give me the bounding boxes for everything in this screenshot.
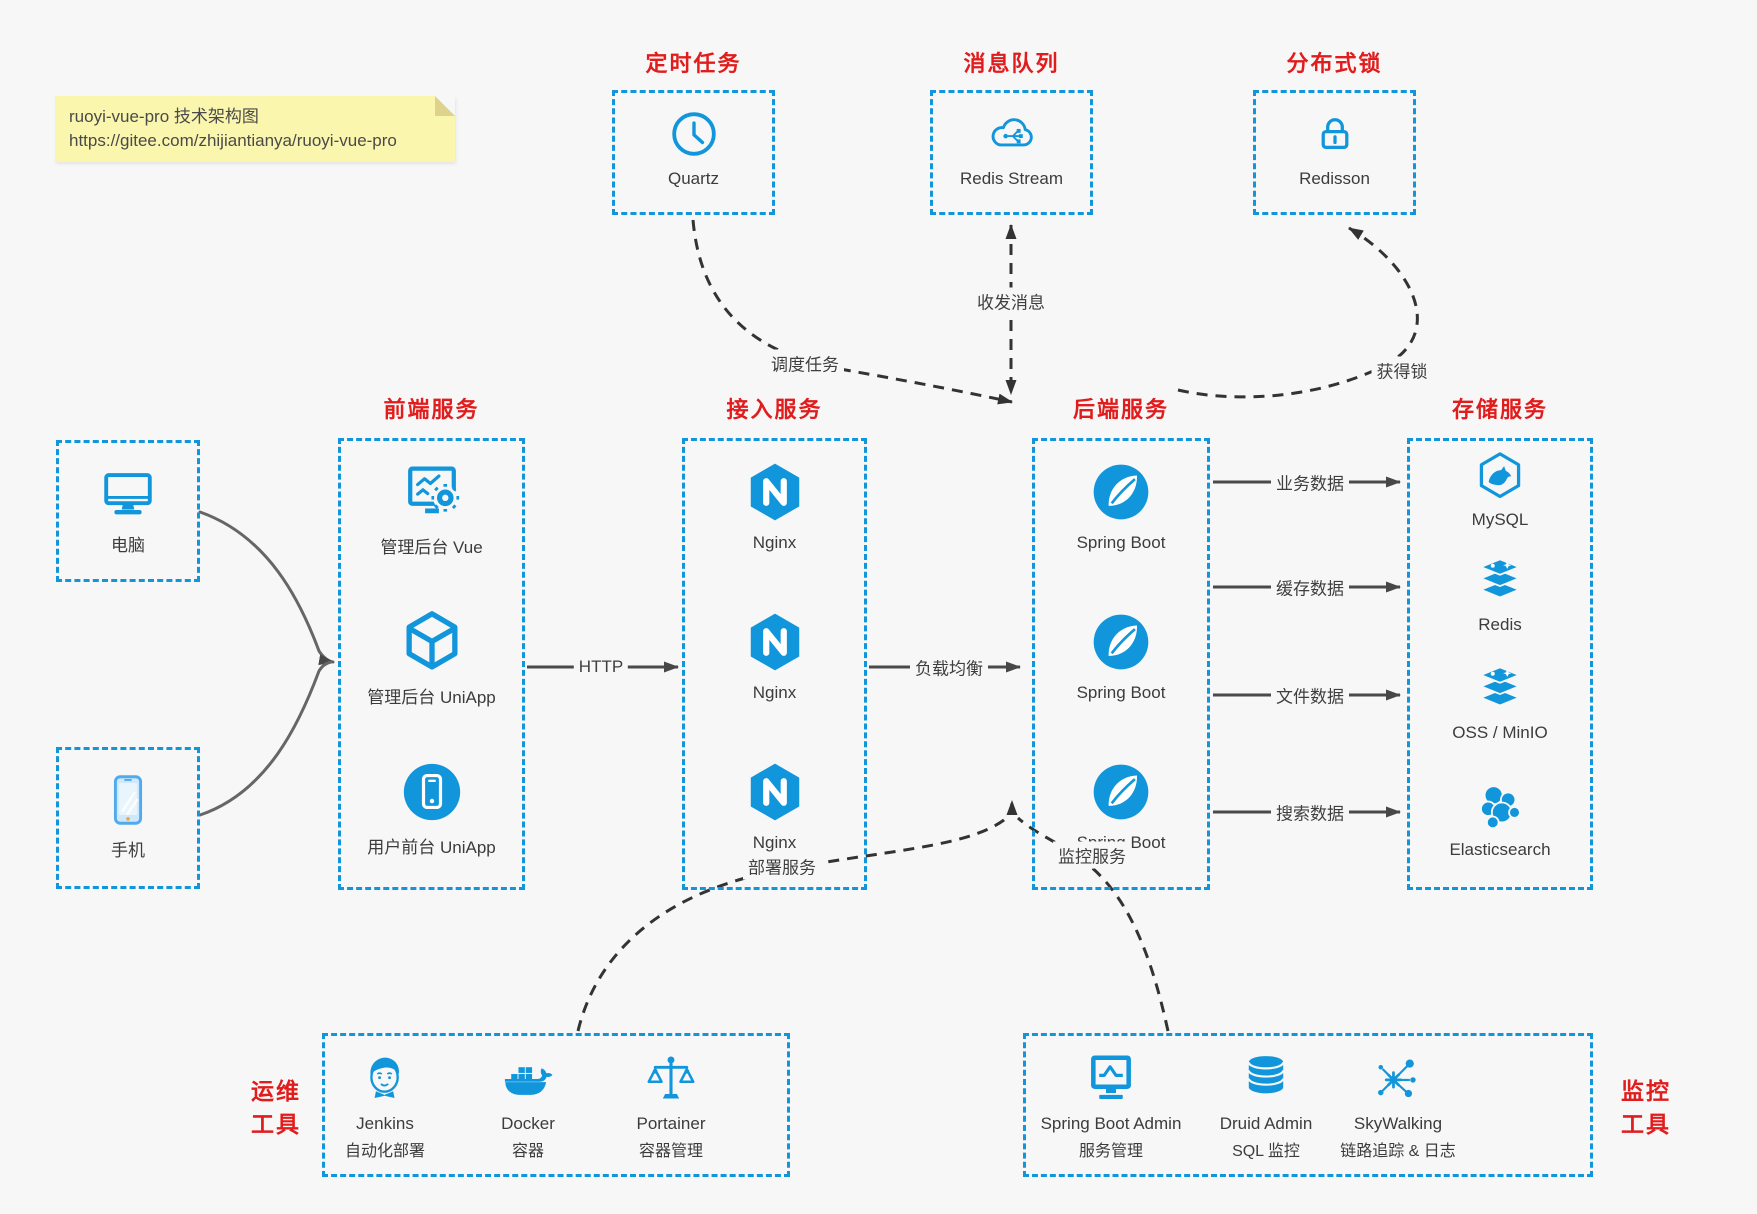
frontend-column: 管理后台 Vue 管理后台 UniApp 用户前台 UniApp [338, 438, 525, 890]
spring-boot-icon [1088, 758, 1154, 826]
monitoring-item-skywalking: SkyWalking 链路追踪 & 日志 [1303, 1036, 1493, 1174]
quartz-box: Quartz [612, 90, 775, 215]
edge-label-http: HTTP [573, 656, 629, 678]
edge-label-cache: 缓存数据 [1271, 573, 1349, 601]
frontend-item-user-uniapp: 用户前台 UniApp [341, 758, 522, 858]
title-message-queue: 消息队列 [963, 51, 1060, 76]
edge-label-deploy: 部署服务 [743, 852, 821, 880]
quartz-label: Quartz [667, 169, 720, 188]
solid-arrows [527, 476, 1401, 818]
mysql-icon [1471, 448, 1529, 506]
mobile-app-icon [398, 758, 466, 826]
uniapp-cube-icon [398, 608, 466, 676]
note-title: ruoyi-vue-pro 技术架构图 [69, 107, 259, 126]
storage-item-redis: Redis [1410, 553, 1590, 635]
gateway-column: Nginx Nginx Nginx [682, 438, 867, 890]
monitoring-tools-box: Spring Boot Admin 服务管理 Druid Admin SQL 监… [1023, 1033, 1593, 1177]
phone-icon [97, 768, 159, 832]
nginx-icon [742, 458, 808, 526]
desktop-icon [97, 463, 159, 525]
edge-label-file: 文件数据 [1271, 681, 1349, 709]
spring-boot-icon [1088, 608, 1154, 676]
storage-item-mysql: MySQL [1410, 448, 1590, 530]
admin-vue-icon [397, 458, 467, 526]
client-to-frontend-curves [198, 510, 335, 817]
docker-icon [499, 1050, 557, 1108]
note-url: https://gitee.com/zhijiantianya/ruoyi-vu… [69, 131, 397, 150]
redis-stream-label: Redis Stream [960, 169, 1063, 188]
nginx-icon [742, 758, 808, 826]
frontend-item-admin-uniapp: 管理后台 UniApp [341, 608, 522, 708]
edge-label-lock: 获得锁 [1371, 356, 1433, 384]
edge-label-monitor: 监控服务 [1053, 841, 1131, 869]
jenkins-icon [356, 1050, 414, 1108]
redis-stream-box: Redis Stream [930, 90, 1093, 215]
backend-item-spring-2: Spring Boot [1035, 608, 1207, 703]
redisson-label: Redisson [1299, 169, 1370, 188]
monitoring-item-druid: Druid Admin SQL 监控 [1171, 1036, 1361, 1174]
monitoring-tools-title: 监控 工具 [1621, 1078, 1671, 1137]
edge-label-business: 业务数据 [1271, 468, 1349, 496]
spring-boot-admin-icon [1082, 1050, 1140, 1108]
title-gateway: 接入服务 [726, 397, 823, 422]
ops-tools-title: 运维 工具 [251, 1078, 301, 1137]
title-distributed-lock: 分布式锁 [1286, 51, 1383, 76]
lock-icon [1309, 107, 1361, 161]
storage-column: MySQL Redis OSS / MinIO Elasticsearch [1407, 438, 1593, 890]
spring-boot-icon [1088, 458, 1154, 526]
elasticsearch-icon [1471, 778, 1529, 836]
ops-tools-box: Jenkins 自动化部署 Docker 容器 Portainer 容器管理 [322, 1033, 790, 1177]
edge-label-search: 搜索数据 [1271, 798, 1349, 826]
mobile-client-box: 手机 [56, 747, 200, 889]
skywalking-icon [1369, 1050, 1427, 1108]
monitoring-item-sba: Spring Boot Admin 服务管理 [1016, 1036, 1206, 1174]
title-frontend: 前端服务 [383, 397, 480, 422]
redisson-box: Redisson [1253, 90, 1416, 215]
portainer-icon [642, 1050, 700, 1108]
sticky-note: ruoyi-vue-pro 技术架构图 https://gitee.com/zh… [55, 96, 455, 162]
mobile-label: 手机 [111, 841, 145, 860]
druid-database-icon [1237, 1050, 1295, 1108]
ops-item-portainer: Portainer 容器管理 [596, 1036, 746, 1174]
gateway-item-nginx-2: Nginx [685, 608, 864, 703]
pc-client-box: 电脑 [56, 440, 200, 582]
title-storage: 存储服务 [1451, 397, 1548, 422]
ops-item-docker: Docker 容器 [453, 1036, 603, 1174]
backend-item-spring-1: Spring Boot [1035, 458, 1207, 553]
ops-item-jenkins: Jenkins 自动化部署 [310, 1036, 460, 1174]
title-backend: 后端服务 [1072, 397, 1169, 422]
clock-icon [667, 107, 721, 161]
redis-icon [1471, 553, 1529, 611]
frontend-item-vue: 管理后台 Vue [341, 458, 522, 558]
gateway-item-nginx-3: Nginx [685, 758, 864, 853]
storage-item-elasticsearch: Elasticsearch [1410, 778, 1590, 860]
oss-minio-icon [1471, 661, 1529, 719]
edge-label-message: 收发消息 [972, 287, 1050, 315]
nginx-icon [742, 608, 808, 676]
gateway-item-nginx-1: Nginx [685, 458, 864, 553]
storage-item-oss-minio: OSS / MinIO [1410, 661, 1590, 743]
title-scheduled-tasks: 定时任务 [645, 51, 742, 76]
edge-label-schedule: 调度任务 [766, 349, 844, 377]
backend-item-spring-3: Spring Boot [1035, 758, 1207, 853]
cloud-mq-icon [984, 107, 1040, 161]
backend-column: Spring Boot Spring Boot Spring Boot [1032, 438, 1210, 890]
pc-label: 电脑 [111, 536, 145, 555]
edge-label-load-balance: 负载均衡 [910, 653, 988, 681]
